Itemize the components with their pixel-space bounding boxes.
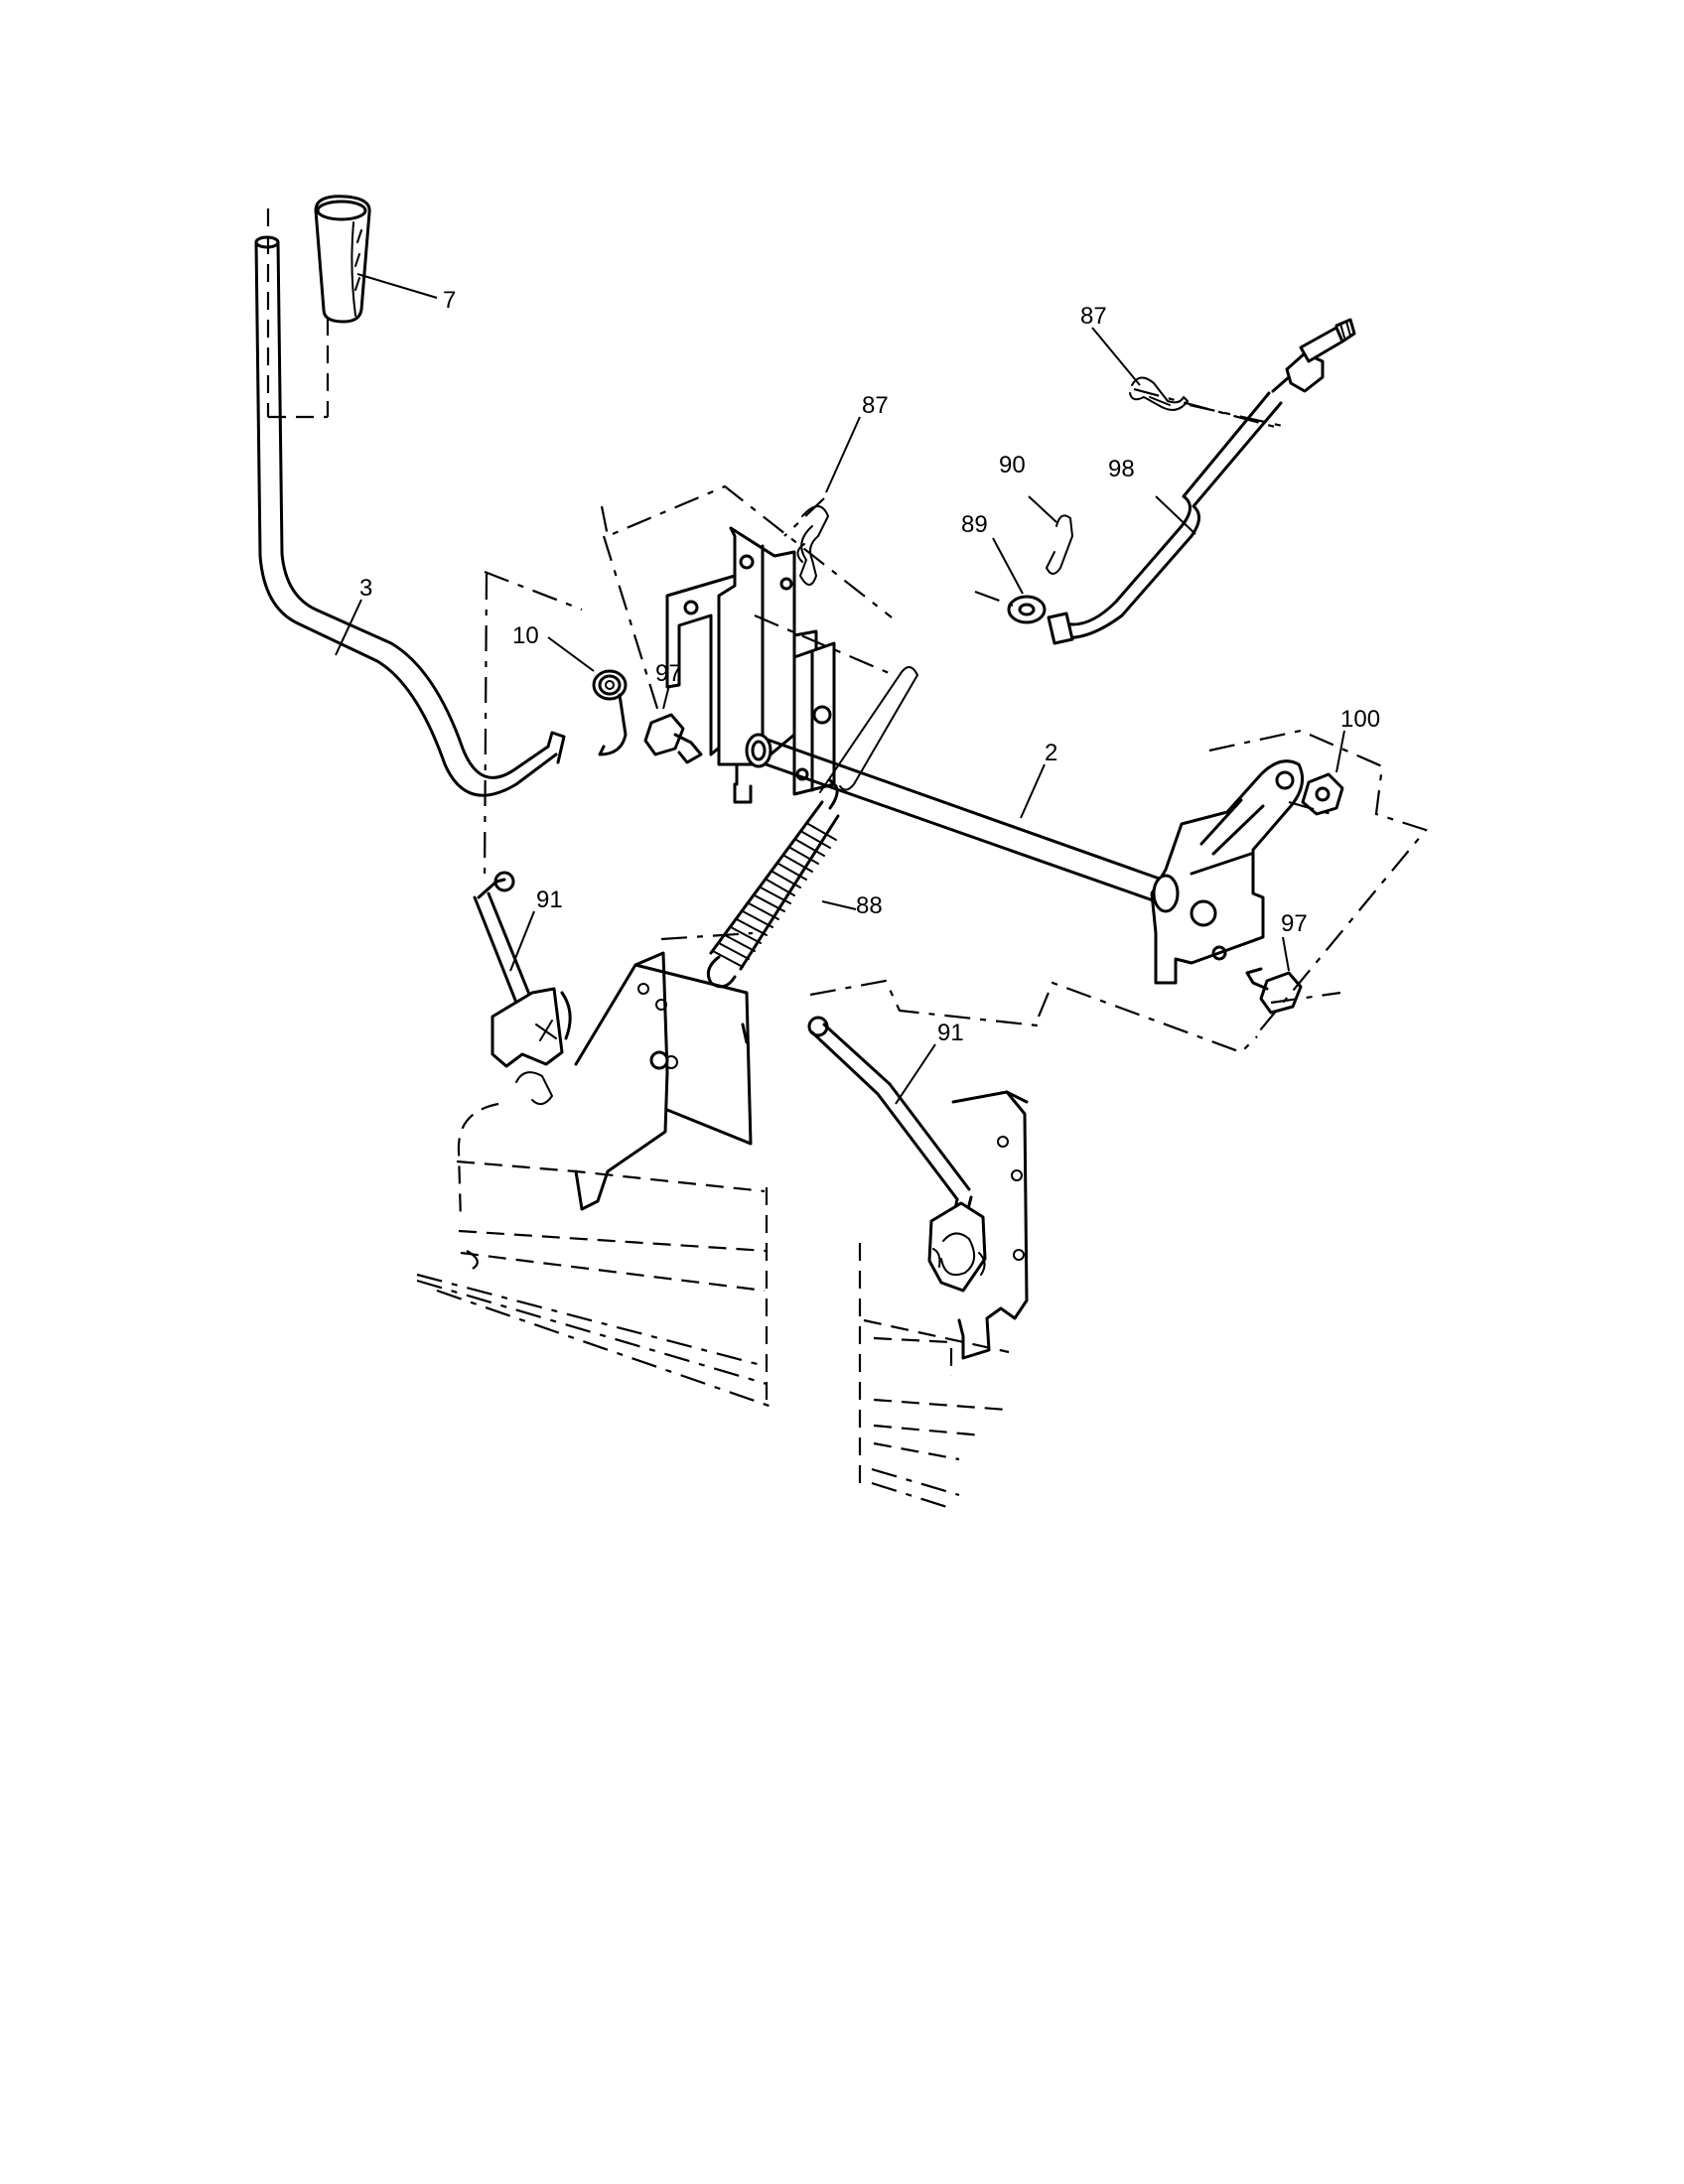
hex-bolt-part-97-lower xyxy=(1245,967,1303,1015)
spring-link-wire xyxy=(819,666,918,793)
lower-bracket-left xyxy=(574,951,753,1211)
hairpin-clip-part-87-center xyxy=(796,505,829,586)
callout-3: 3 xyxy=(359,575,372,602)
right-lift-arm xyxy=(1150,759,1305,985)
torsion-spring-part-10 xyxy=(592,669,628,756)
callout-2: 2 xyxy=(1045,740,1057,766)
deck-phantom-lines xyxy=(416,1102,1010,1511)
callout-labels: 7 87 87 90 98 89 3 10 97 100 2 91 88 97 … xyxy=(359,287,1380,1046)
callout-7: 7 xyxy=(443,287,456,314)
grip-center-line xyxy=(266,208,330,419)
lift-link-part-91-left xyxy=(473,871,532,1005)
handle-grip-part-7 xyxy=(314,195,371,324)
callout-87-right: 87 xyxy=(1080,303,1107,330)
lift-shaft-part-2 xyxy=(745,733,1170,903)
leader-lines xyxy=(335,273,1345,1105)
callout-90: 90 xyxy=(999,452,1026,478)
callout-87-center: 87 xyxy=(862,392,889,419)
callout-88: 88 xyxy=(856,892,883,919)
lower-bracket-right xyxy=(951,1090,1029,1360)
callout-89: 89 xyxy=(961,511,988,538)
callout-100: 100 xyxy=(1340,706,1380,733)
hex-nut-part-100 xyxy=(1301,772,1344,816)
adjustment-rod-part-98 xyxy=(1047,318,1356,645)
hex-bolt-part-97-upper xyxy=(643,713,703,764)
callout-97-lower: 97 xyxy=(1281,910,1308,937)
assembly-phantom-lines xyxy=(483,387,1428,1054)
inner-bracket xyxy=(792,641,836,796)
callout-98: 98 xyxy=(1108,456,1135,482)
pivot-plate-left xyxy=(491,987,572,1106)
callout-97-upper: 97 xyxy=(655,660,682,687)
callout-91-right: 91 xyxy=(937,1020,964,1046)
lift-link-part-91-right xyxy=(807,1016,973,1215)
extension-spring-part-88 xyxy=(706,778,840,989)
hairpin-clip-part-90 xyxy=(1046,514,1073,575)
callout-91-left: 91 xyxy=(536,887,563,913)
lift-handle-part-3 xyxy=(254,235,566,797)
pivot-plate-right xyxy=(927,1201,987,1293)
callout-10: 10 xyxy=(512,622,539,649)
washer-part-89 xyxy=(1007,595,1047,624)
hairpin-clip-part-87-right xyxy=(1129,376,1189,411)
